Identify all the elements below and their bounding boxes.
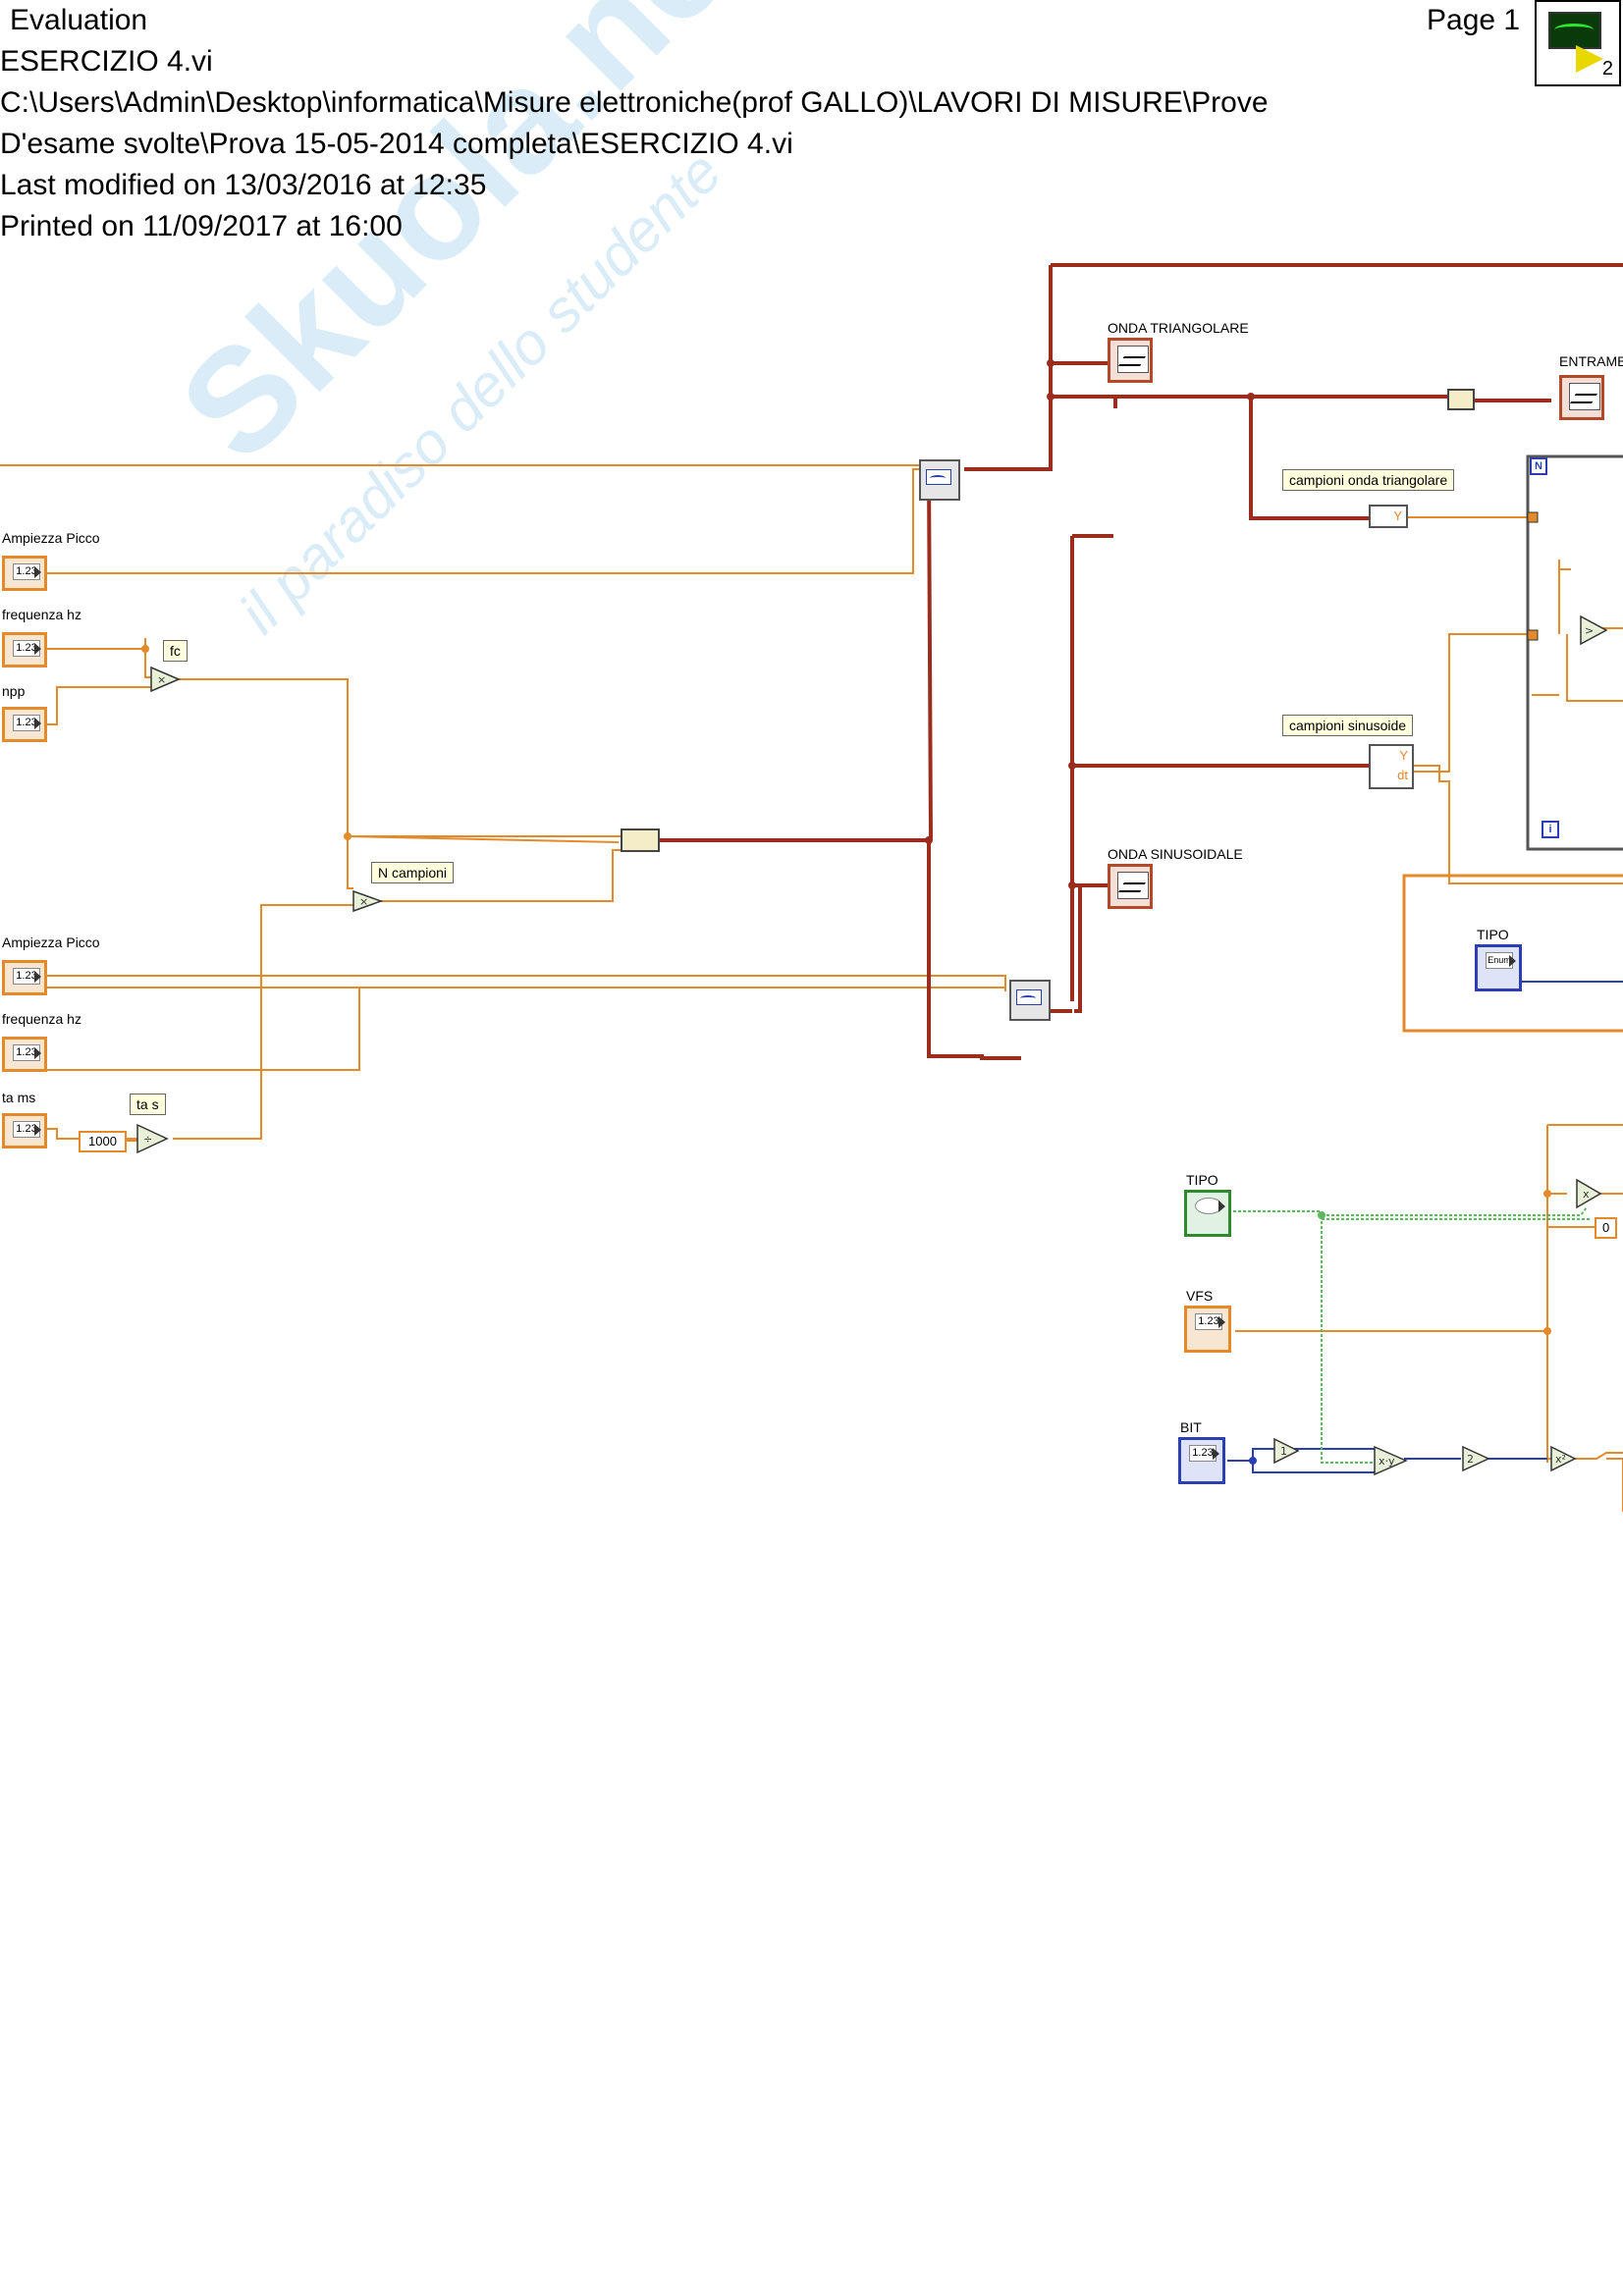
svg-text:2: 2 — [1467, 1453, 1474, 1466]
terminal-arrow-icon — [1218, 1316, 1225, 1328]
fc-tag: fc — [163, 640, 188, 662]
terminal-arrow-icon — [1218, 1201, 1225, 1212]
tipo-ring-label: TIPO — [1186, 1172, 1218, 1188]
printed-on: Printed on 11/09/2017 at 16:00 — [0, 210, 403, 242]
ta-s-tag: ta s — [130, 1094, 166, 1115]
get-waveform-sine[interactable]: Y dt — [1369, 744, 1414, 789]
constant-1000[interactable]: 1000 — [79, 1131, 127, 1152]
frequenza-control-2[interactable]: 1.23 — [2, 1037, 47, 1072]
n-campioni-tag: N campioni — [371, 862, 455, 883]
graph-screen-icon — [1117, 872, 1149, 899]
terminal-arrow-icon — [1213, 1448, 1219, 1460]
ta-ms-control[interactable]: 1.23 — [2, 1113, 47, 1148]
tipo-enum-label: TIPO — [1477, 927, 1509, 942]
terminal-arrow-icon — [34, 1124, 41, 1136]
frequenza-label-1: frequenza hz — [2, 607, 81, 622]
terminal-arrow-icon — [1509, 955, 1516, 967]
sine-waveform-generator[interactable] — [1009, 980, 1051, 1021]
num-glyph: 1.23 — [1189, 1445, 1217, 1462]
frequenza-label-2: frequenza hz — [2, 1011, 81, 1027]
terminal-arrow-icon — [34, 1047, 41, 1059]
ampiezza-picco-control-1[interactable]: 1.23 — [2, 556, 47, 591]
npp-control[interactable]: 1.23 — [2, 707, 47, 742]
tipo-enum-control[interactable]: Enum — [1475, 944, 1522, 991]
svg-text:x: x — [1583, 1188, 1590, 1201]
get-waveform-triangle[interactable]: Y — [1369, 505, 1408, 528]
svg-text:x²: x² — [1555, 1453, 1566, 1466]
terminal-arrow-icon — [34, 718, 41, 729]
build-array-node[interactable] — [621, 828, 660, 852]
graph-icon — [1548, 12, 1601, 49]
vfs-control[interactable]: 1.23 — [1184, 1306, 1231, 1353]
evaluation-label: Evaluation — [10, 4, 148, 36]
graph-screen-icon — [1117, 346, 1149, 373]
num-glyph: 1.23 — [13, 1121, 40, 1138]
last-modified: Last modified on 13/03/2016 at 12:35 — [0, 169, 487, 201]
dt-terminal: dt — [1397, 768, 1408, 782]
vfs-label: VFS — [1186, 1288, 1214, 1304]
terminal-arrow-icon — [34, 566, 41, 578]
loop-iteration-terminal: i — [1542, 821, 1559, 838]
y-terminal: Y — [1393, 508, 1402, 523]
triangle-waveform-generator[interactable] — [919, 459, 960, 501]
page-number: Page 1 — [1427, 4, 1521, 36]
num-glyph: 1.23 — [1195, 1313, 1222, 1330]
vi-icon: 2 — [1535, 0, 1621, 86]
bit-control[interactable]: 1.23 — [1178, 1437, 1225, 1484]
campioni-triangolare-tag: campioni onda triangolare — [1282, 469, 1455, 491]
ampiezza-picco-label-1: Ampiezza Picco — [2, 530, 100, 546]
terminal-arrow-icon — [34, 643, 41, 655]
graph-screen-icon — [1569, 383, 1600, 410]
waveform-icon — [1016, 989, 1042, 1005]
vi-path-line1: C:\Users\Admin\Desktop\informatica\Misur… — [0, 86, 1269, 119]
svg-text:÷: ÷ — [143, 1133, 152, 1146]
vi-path-line2: D'esame svolte\Prova 15-05-2014 completa… — [0, 128, 793, 160]
svg-text:×: × — [157, 673, 166, 686]
waveform-icon — [926, 469, 951, 485]
npp-label: npp — [2, 683, 26, 699]
onda-triangolare-label: ONDA TRIANGOLARE — [1108, 320, 1249, 336]
onda-sinusoidale-label: ONDA SINUSOIDALE — [1108, 846, 1243, 862]
svg-text:>: > — [1585, 624, 1594, 637]
svg-text:1: 1 — [1280, 1445, 1287, 1458]
ta-ms-label: ta ms — [2, 1090, 36, 1105]
ampiezza-picco-control-2[interactable]: 1.23 — [2, 960, 47, 995]
frequenza-control-1[interactable]: 1.23 — [2, 632, 47, 667]
ampiezza-picco-label-2: Ampiezza Picco — [2, 934, 100, 950]
y-terminal: Y — [1399, 748, 1408, 763]
entrambe-label: ENTRAMBE — [1559, 353, 1623, 369]
loop-count-terminal: N — [1530, 457, 1547, 475]
campioni-sinusoide-tag: campioni sinusoide — [1282, 715, 1414, 736]
constant-0[interactable]: 0 — [1595, 1217, 1618, 1239]
entrambe-graph[interactable] — [1559, 375, 1604, 420]
onda-sinusoidale-graph[interactable] — [1108, 864, 1153, 909]
bit-label: BIT — [1180, 1419, 1202, 1435]
svg-text:x·y: x·y — [1379, 1455, 1395, 1468]
vi-icon-number: 2 — [1601, 58, 1613, 80]
merge-signals-node[interactable] — [1447, 389, 1475, 410]
vi-name: ESERCIZIO 4.vi — [0, 45, 213, 78]
terminal-arrow-icon — [34, 971, 41, 983]
arrow-icon — [1576, 45, 1603, 73]
svg-text:×: × — [359, 895, 368, 908]
tipo-ring-control[interactable] — [1184, 1190, 1231, 1237]
onda-triangolare-graph[interactable] — [1108, 338, 1153, 383]
num-glyph: 1.23 — [13, 1044, 40, 1061]
